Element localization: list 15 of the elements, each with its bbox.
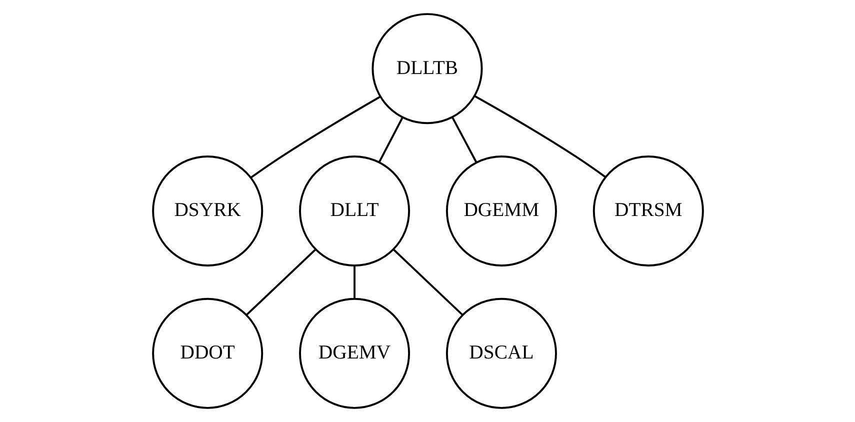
node-circle: DTRSM [592,155,704,267]
connector [250,96,380,178]
connector [451,116,477,163]
connector [392,248,462,316]
node-circle: DSCAL [445,298,556,409]
connector [378,116,403,162]
node-circle: DGEMV [298,298,410,409]
node-circle: DSYRK [152,155,263,267]
connector [353,266,356,298]
node-circle: DLLT [298,155,410,267]
node-circle: DLLTB [371,13,482,124]
connector [474,95,606,178]
node-circle: DDOT [152,298,263,409]
node-circle: DGEMM [445,155,556,267]
connector [246,248,316,316]
